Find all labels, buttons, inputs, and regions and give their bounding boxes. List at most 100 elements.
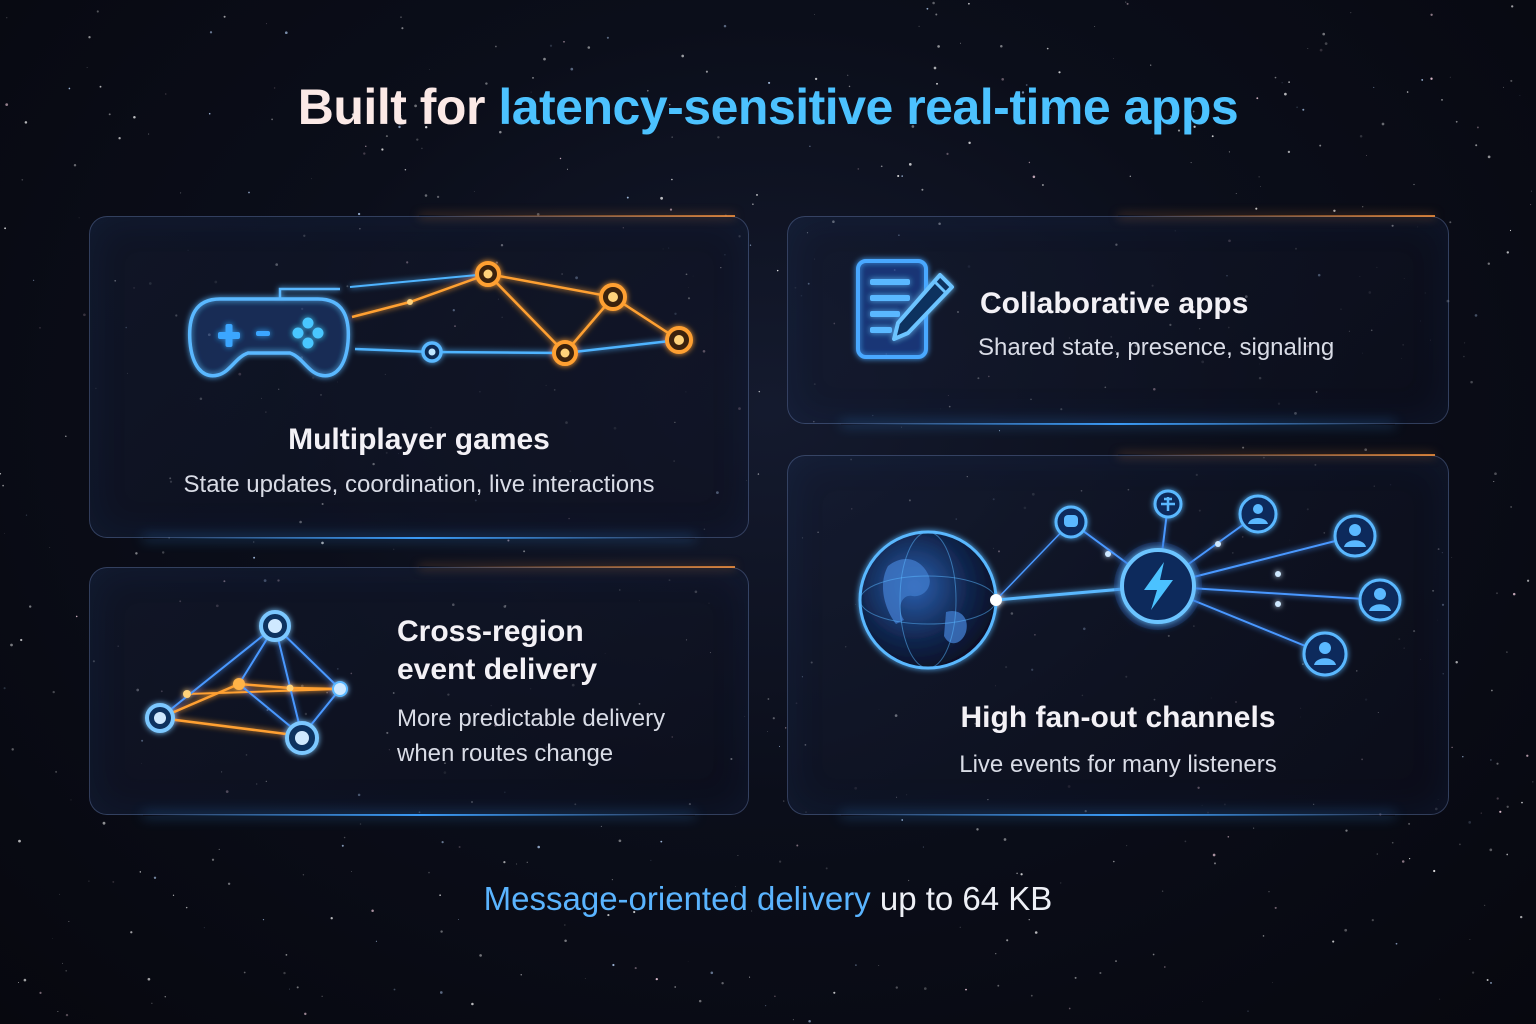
star [1268,891,1270,893]
star [1366,155,1367,156]
star [1193,125,1196,128]
star [1025,84,1028,86]
star [88,36,91,39]
star [783,800,785,802]
star [1161,890,1164,892]
star [1184,840,1187,843]
star [1112,58,1114,59]
star [976,828,979,831]
star [1491,689,1493,692]
star [1227,836,1230,838]
star [503,860,506,864]
star [796,844,799,847]
card-subtitle: More predictable delivery when routes ch… [397,702,665,772]
star [1152,953,1155,956]
star [330,917,333,920]
star [135,552,138,555]
card-title-line-2: event delivery [397,652,598,686]
star [180,192,182,194]
star [1060,882,1062,884]
star [266,23,268,25]
star [532,77,534,79]
star [968,141,971,145]
star [901,175,903,177]
star [1319,144,1322,147]
star [814,77,818,81]
star [698,999,702,1003]
star [907,879,910,882]
star [381,148,384,151]
star [164,996,166,998]
star [642,897,644,899]
card-title-line-1: Cross-region [397,615,584,648]
star [18,839,21,843]
star [563,40,565,43]
star [607,914,610,917]
star [618,839,622,843]
star [1281,82,1283,84]
star [83,313,86,317]
star [1401,860,1405,863]
star [1490,759,1492,761]
star [516,863,518,865]
star [772,717,775,720]
star [172,894,175,896]
star [600,100,602,102]
star [878,965,880,966]
star [2,484,4,487]
star [520,974,522,976]
star [1190,162,1192,164]
star [218,848,220,850]
star [147,977,151,981]
star [1094,25,1096,28]
star [1487,155,1491,159]
star [1493,481,1495,482]
star [398,125,401,129]
star [946,152,949,155]
star [1344,928,1348,932]
star [311,178,312,180]
star [1486,979,1489,981]
star [1519,95,1521,96]
star [273,87,276,89]
star [857,168,860,170]
star [809,145,811,147]
star [751,910,753,912]
star [1274,906,1277,909]
star [1469,938,1471,940]
star [1235,193,1237,194]
star [767,731,768,732]
star [65,435,67,437]
star [932,1,935,5]
star [1430,77,1433,80]
star [918,25,920,28]
star [1381,122,1385,126]
star [473,191,475,192]
card-top-glow [1118,454,1435,456]
star [1258,176,1260,178]
star [341,844,344,847]
star [1433,869,1436,873]
star [1032,175,1036,179]
star [1496,592,1498,595]
star [52,690,55,694]
star [1395,942,1398,945]
star [626,196,629,199]
star [393,548,395,550]
star [161,551,165,554]
star [1468,821,1472,824]
star [1531,190,1532,192]
card-high-fan-out: High fan-out channels Live events for ma… [787,454,1449,816]
star [440,930,443,933]
star [59,893,60,895]
star [88,880,90,882]
star [1302,108,1305,111]
star [825,867,828,870]
footer-highlight: Message-oriented delivery [483,880,871,917]
star [998,430,1001,432]
star [428,871,430,874]
star [148,133,150,135]
star [39,327,41,329]
star [1115,960,1117,963]
star [289,988,291,990]
